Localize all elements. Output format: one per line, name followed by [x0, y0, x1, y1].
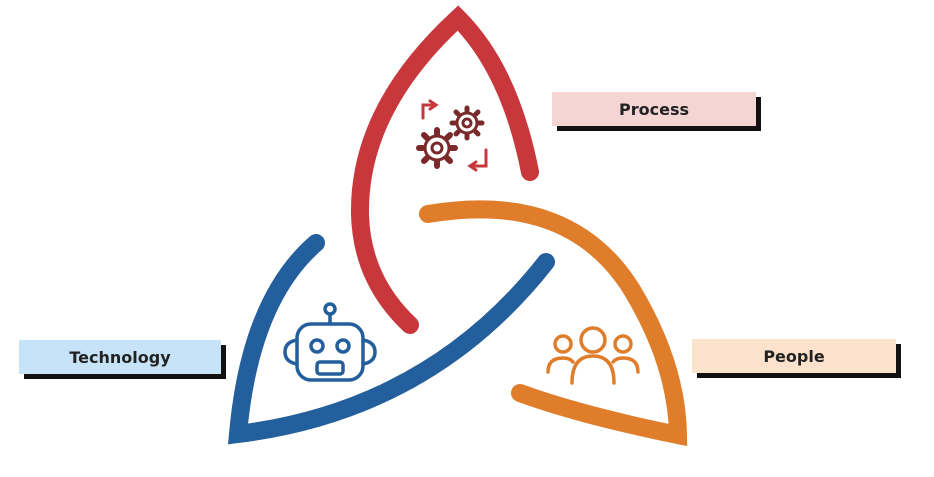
technology-loop	[228, 234, 555, 445]
people-group-icon	[546, 326, 640, 385]
process-loop	[350, 5, 539, 334]
people-label: People	[763, 346, 825, 366]
technology-label-box: Technology	[19, 340, 221, 374]
people-loop	[419, 200, 688, 447]
gears-icon	[416, 99, 488, 172]
people-label-box: People	[692, 339, 896, 373]
process-label: Process	[619, 99, 689, 119]
technology-label: Technology	[69, 347, 171, 367]
process-label-box: Process	[552, 92, 756, 126]
robot-icon	[283, 302, 377, 382]
